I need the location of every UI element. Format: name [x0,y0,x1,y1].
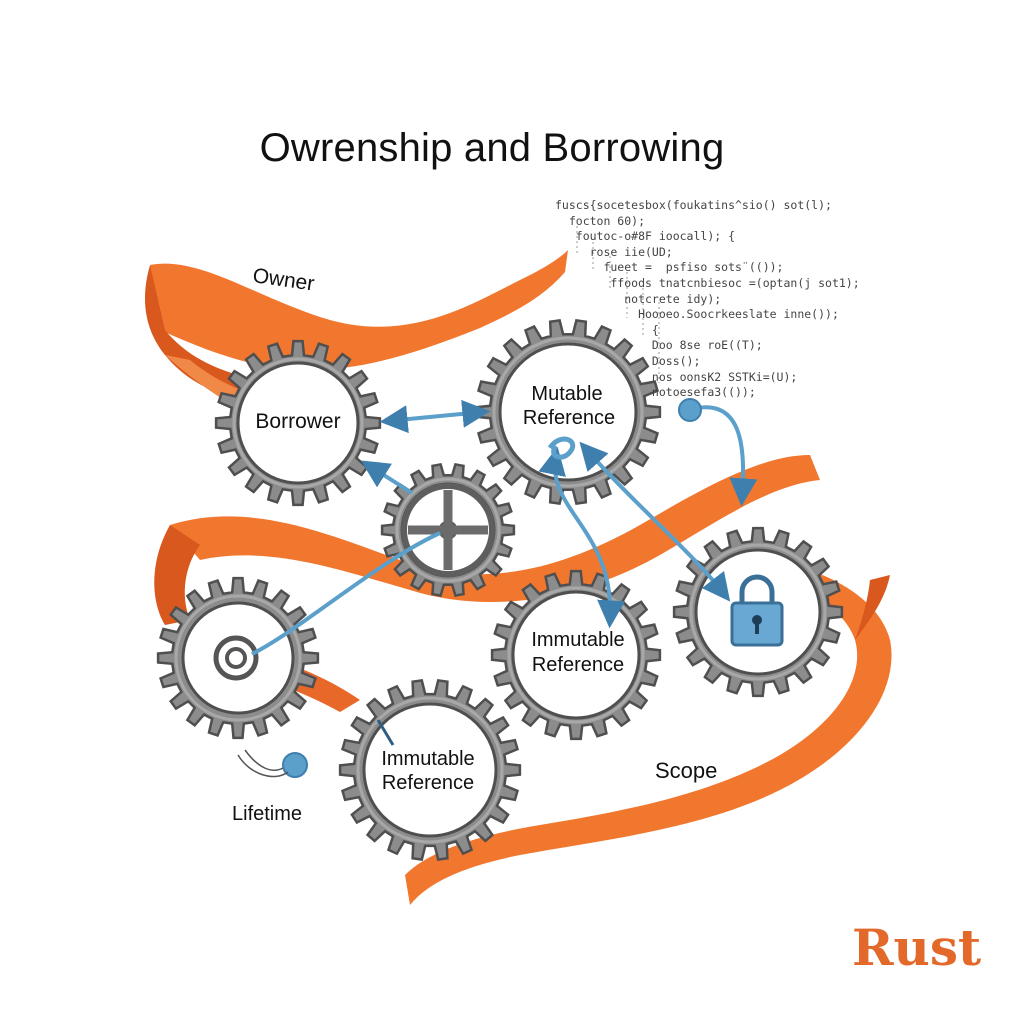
gear-hole [362,702,498,838]
gear-label-immutable-right-2: Reference [532,654,624,676]
code-line: rose iie(UD; [555,244,673,259]
gear-immutable-reference-bottom [338,679,522,861]
gear-label-immutable-bottom-2: Reference [382,772,474,794]
gear-ring [356,696,504,844]
gear-hole [236,361,360,485]
gear-ring [174,594,302,722]
gear-label-mutable-2: Reference [523,407,615,429]
gear-ring [689,543,827,681]
code-line: Doo 8se roE((T); [555,338,763,353]
arrow-bottom-gear [376,719,395,746]
gear-label-immutable-right-1: Immutable [531,629,624,651]
gear-ring [395,477,501,583]
code-line: fueet = psfiso sots¨(()); [555,260,784,275]
code-line: notoesefa3(()); [555,385,756,400]
arrow-borrower-mutable [379,399,491,434]
arrow-wheel-target [251,531,441,656]
code-line: focton 60); [555,213,646,228]
node-dot-lifetime [282,752,308,778]
code-line: foutoc-o#8F ioocall); { [555,229,736,244]
code-line: notcrete idy); [555,291,722,306]
swirl-icon [547,436,575,460]
spoked-wheel-icon [401,483,495,577]
code-line: ffoods tnatcnbiesoc =(optan(j sot1); [555,276,860,290]
code-line: { [555,322,659,337]
gear-label-immutable-bottom-1: Immutable [381,748,474,770]
lock-icon [730,574,784,647]
ribbon-label-scope: Scope [655,758,717,783]
rust-logo: Rust [852,918,981,977]
arrow-mutable-lock [579,441,731,602]
gear-label-mutable-1: Mutable [531,383,602,405]
target-icon [213,635,259,681]
code-line: nos oonsK2 SSTKi=(U); [555,369,798,384]
node-dot-right [678,398,702,422]
page-title: Owrenship and Borrowing [259,126,725,170]
ribbon-label-owner: Owner [251,264,315,295]
arrow-dot-right [696,405,758,507]
code-line: Hoooeo.Soocrkeeslate inne()); [555,307,839,322]
lifetime-label: Lifetime [232,803,302,825]
lifetime-motion-lines [237,749,289,778]
code-line: fuscs{socetesbox(foukatins^sio() sot(l); [555,198,832,212]
arrows [251,399,758,746]
arrow-wheel-borrower [360,460,414,495]
code-indent-guides [576,226,660,383]
gear-label-borrower: Borrower [255,410,340,433]
gear-lifetime [156,576,320,740]
gear-borrower [214,339,382,507]
gear-ring [232,357,364,489]
code-line: Doss(); [555,354,701,368]
code-snippet: fuscs{socetesbox(foukatins^sio() sot(l);… [555,198,935,400]
